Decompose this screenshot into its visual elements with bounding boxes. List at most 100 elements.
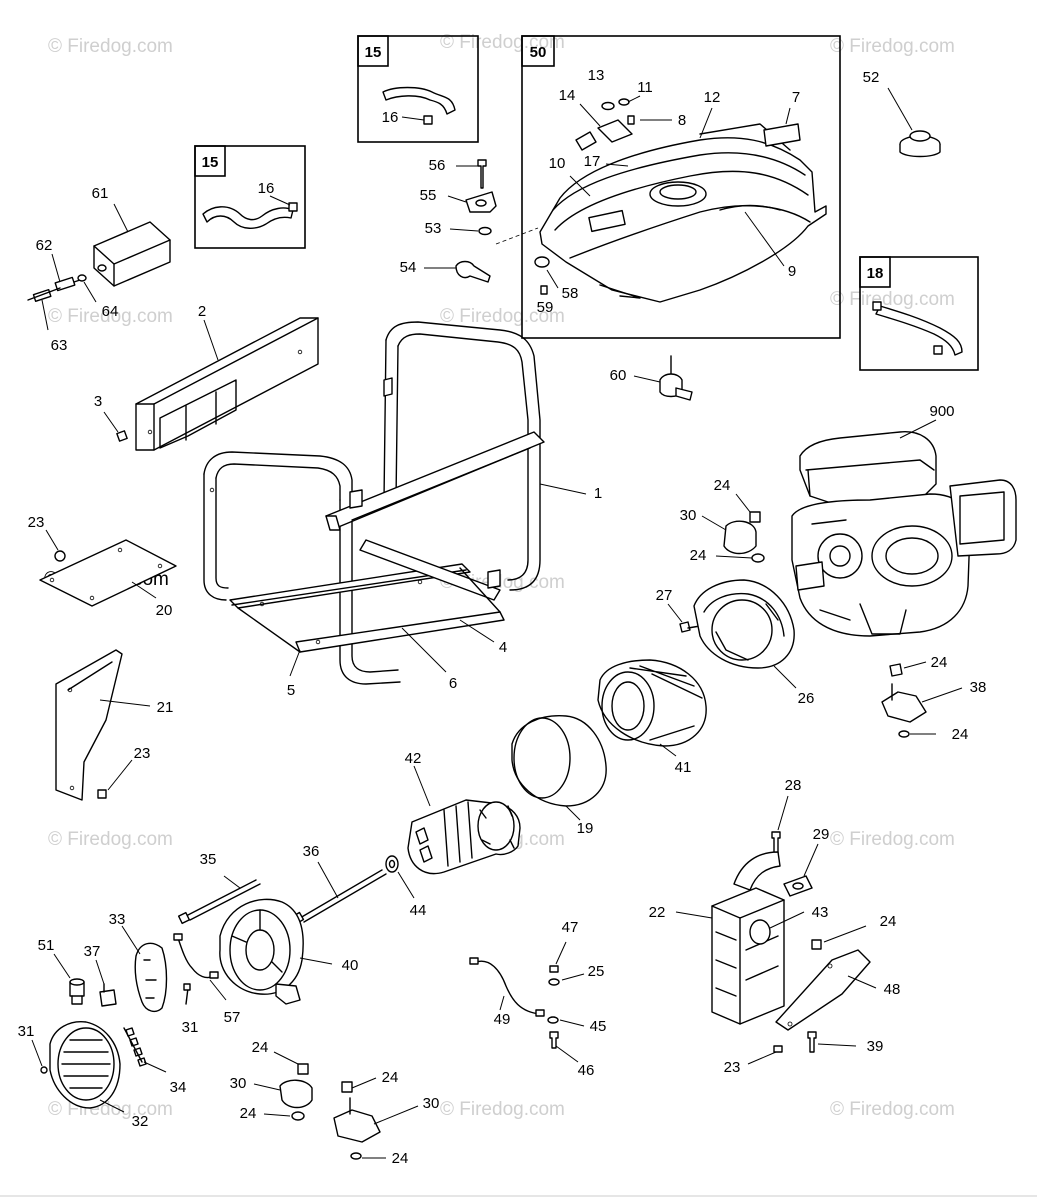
watermark: © Firedog.com [830,829,955,850]
callout-24: 24 [382,1069,399,1086]
brush-assembly: 34 [123,1027,187,1096]
callout-15: 15 [365,44,382,61]
callout-18: 18 [867,265,884,282]
inset-box-18: 18 [859,256,979,371]
callout-19: 19 [577,820,594,837]
inset-box-50-fuel-tank: 50 13 11 8 14 12 7 17 10 9 [521,35,841,339]
callout-33: 33 [109,911,126,928]
callout-10: 10 [549,155,566,172]
callout-52: 52 [863,69,880,86]
watermark: © Firedog.com [830,289,955,310]
callout-8: 8 [678,112,686,129]
callout-62: 62 [36,237,53,254]
callout-63: 63 [51,337,68,354]
brush-cover: 33 [109,911,168,1013]
callout-23: 23 [28,514,45,531]
callout-2: 2 [198,303,206,320]
callout-40: 40 [342,957,359,974]
ground-wire-assembly: 49 47 25 45 46 [469,919,607,1079]
watermark: © Firedog.com [830,1099,955,1120]
through-bolts: 35 36 [177,843,387,925]
tube-frame: 1 4 5 6 [203,321,602,699]
tank-mounting-hardware: 56 55 53 54 [400,157,497,283]
callout-28: 28 [785,777,802,794]
callout-37: 37 [84,943,101,960]
breaker-37: 37 [84,943,117,1007]
callout-24: 24 [392,1150,409,1167]
capacitor-assembly: 61 62 63 64 [27,185,171,354]
callout-24: 24 [880,913,897,930]
callout-24: 24 [240,1105,257,1122]
engine-adapter: 26 [693,579,815,707]
callout-48: 48 [884,981,901,998]
inset-box-15-top: 15 16 [357,35,479,143]
callout-3: 3 [94,393,102,410]
callout-31: 31 [18,1023,35,1040]
callout-30: 30 [230,1075,247,1092]
callout-49: 49 [494,1011,511,1028]
callout-59: 59 [537,299,554,316]
callout-9: 9 [788,263,796,280]
callout-60: 60 [610,367,627,384]
callout-16: 16 [382,109,399,126]
callout-55: 55 [420,187,437,204]
fuel-shutoff-valve: 60 [610,355,693,401]
callout-34: 34 [170,1079,187,1096]
callout-32: 32 [132,1113,149,1130]
callout-46: 46 [578,1062,595,1079]
callout-29: 29 [813,826,830,843]
watermark: © Firedog.com [48,1099,173,1120]
callout-44: 44 [410,902,427,919]
callout-51: 51 [38,937,55,954]
callout-4: 4 [499,639,507,656]
callout-24: 24 [931,654,948,671]
callout-17: 17 [584,153,601,170]
end-cover: 32 31 [18,1021,149,1130]
callout-53: 53 [425,220,442,237]
rotor: 42 [405,750,521,875]
engine-assembly: 900 [791,403,1017,637]
watermark: © Firedog.com [440,306,565,327]
callout-61: 61 [92,185,109,202]
callout-45: 45 [590,1018,607,1035]
callout-6: 6 [449,675,457,692]
watermark: © Firedog.com [48,36,173,57]
callout-24: 24 [714,477,731,494]
callout-1: 1 [594,485,602,502]
watermark: © Firedog.com [440,32,565,53]
base-panel: 23 20 [28,514,177,619]
callout-42: 42 [405,750,422,767]
callout-64: 64 [102,303,119,320]
mount-hardware-lower-left: 24 30 24 [230,1039,313,1122]
wire-harness-57: 57 [173,933,241,1026]
callout-57: 57 [224,1009,241,1026]
callout-27: 27 [656,587,673,604]
callout-41: 41 [675,759,692,776]
callout-5: 5 [287,682,295,699]
watermark: © Firedog.com [830,36,955,57]
side-panel: 21 23 [55,649,173,801]
washer-44: 44 [385,855,427,919]
engine-mount-right: 24 38 24 [881,654,986,743]
callout-31: 31 [182,1019,199,1036]
callout-20: 20 [156,602,173,619]
stator-cover: 19 [511,715,607,837]
mount-hardware-lower-right: 24 30 24 [333,1069,439,1167]
callout-26: 26 [798,690,815,707]
receptacle-51: 51 [38,937,85,1005]
callout-11: 11 [637,79,653,96]
watermark: © Firedog.com [48,829,173,850]
callout-25: 25 [588,963,605,980]
callout-56: 56 [429,157,446,174]
callout-35: 35 [200,851,217,868]
callout-14: 14 [559,87,576,104]
callout-13: 13 [588,67,605,84]
callout-30: 30 [680,507,697,524]
callout-58: 58 [562,285,579,302]
callout-24: 24 [690,547,707,564]
bolt-27: 27 [656,587,701,633]
inset-box-15-left: 15 16 [194,145,306,249]
callout-39: 39 [867,1038,884,1055]
callout-22: 22 [649,904,666,921]
control-panel-bracket: 2 3 [94,303,319,451]
